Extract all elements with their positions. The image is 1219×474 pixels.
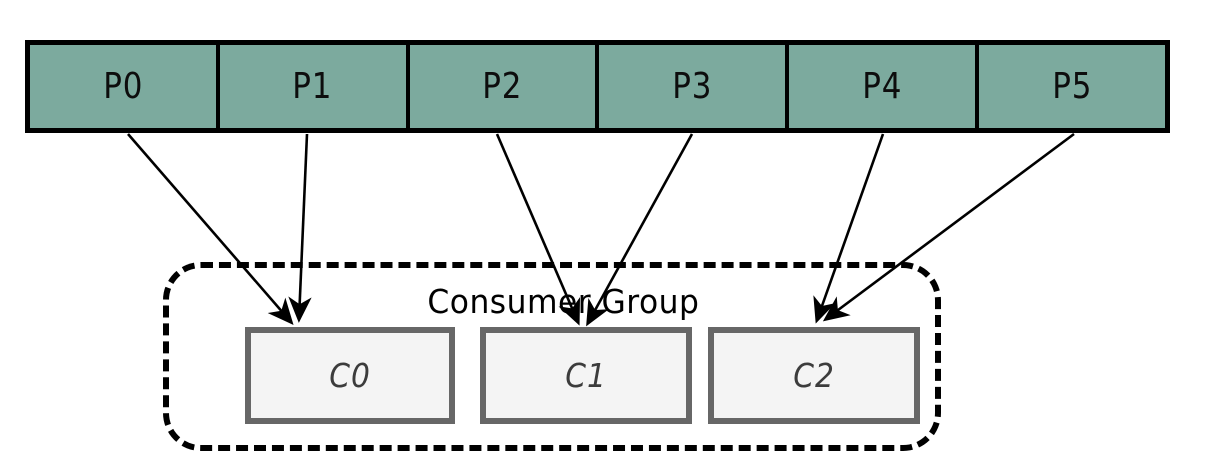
partition-p3: P3: [595, 45, 786, 128]
partition-p4: P4: [785, 45, 976, 128]
consumer-label: C0: [329, 356, 371, 395]
partition-p0: P0: [30, 45, 216, 128]
consumer-c0: C0: [245, 327, 455, 424]
consumer-c1: C1: [480, 327, 692, 424]
consumer-c2: C2: [708, 327, 920, 424]
partition-label: P4: [862, 66, 903, 107]
topic-partition-bar: P0 P1 P2 P3 P4 P5: [25, 40, 1170, 133]
partition-p1: P1: [215, 45, 406, 128]
partition-label: P0: [102, 66, 143, 107]
partition-label: P2: [482, 66, 523, 107]
consumer-label: C2: [793, 356, 835, 395]
consumer-group-label: Consumer Group: [427, 282, 700, 321]
partition-label: P1: [292, 66, 333, 107]
partition-label: P3: [672, 66, 713, 107]
partition-label: P5: [1051, 66, 1093, 107]
partition-p5: P5: [975, 45, 1165, 128]
partition-p2: P2: [405, 45, 596, 128]
consumer-label: C1: [565, 356, 607, 395]
